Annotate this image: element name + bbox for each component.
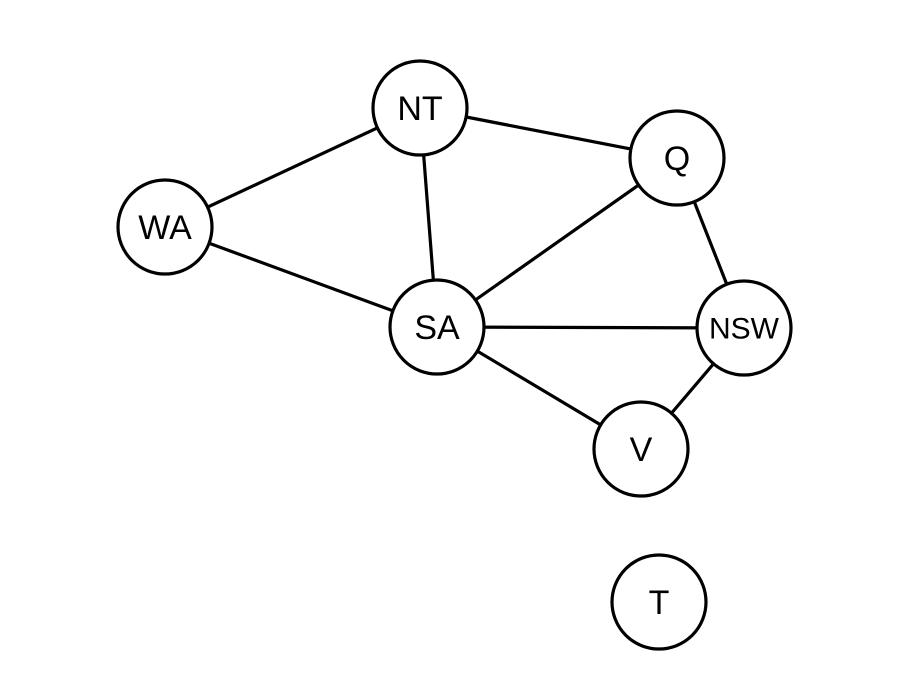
edge-sa-nsw xyxy=(435,325,746,330)
node-label-t: T xyxy=(649,584,670,622)
node-circle-wa xyxy=(116,178,214,276)
nodes-layer: WA NT SA Q NSW V T xyxy=(116,59,793,651)
node-circle-nt xyxy=(371,59,469,157)
edge-sa-q xyxy=(435,156,679,329)
node-q: Q xyxy=(628,109,726,207)
node-circle-q xyxy=(628,109,726,207)
node-nt: NT xyxy=(371,59,469,157)
node-label-v: V xyxy=(630,431,653,469)
node-label-nsw: NSW xyxy=(709,313,780,346)
node-circle-nsw xyxy=(695,279,793,377)
node-label-q: Q xyxy=(664,140,690,178)
node-label-wa: WA xyxy=(138,209,192,247)
node-t: T xyxy=(610,553,708,651)
node-wa: WA xyxy=(116,178,214,276)
node-label-nt: NT xyxy=(397,90,442,128)
node-v: V xyxy=(592,400,690,498)
node-sa: SA xyxy=(388,278,486,376)
node-label-sa: SA xyxy=(414,309,460,347)
node-nsw: NSW xyxy=(695,279,793,377)
node-circle-t xyxy=(610,553,708,651)
node-circle-v xyxy=(592,400,690,498)
node-circle-sa xyxy=(388,278,486,376)
